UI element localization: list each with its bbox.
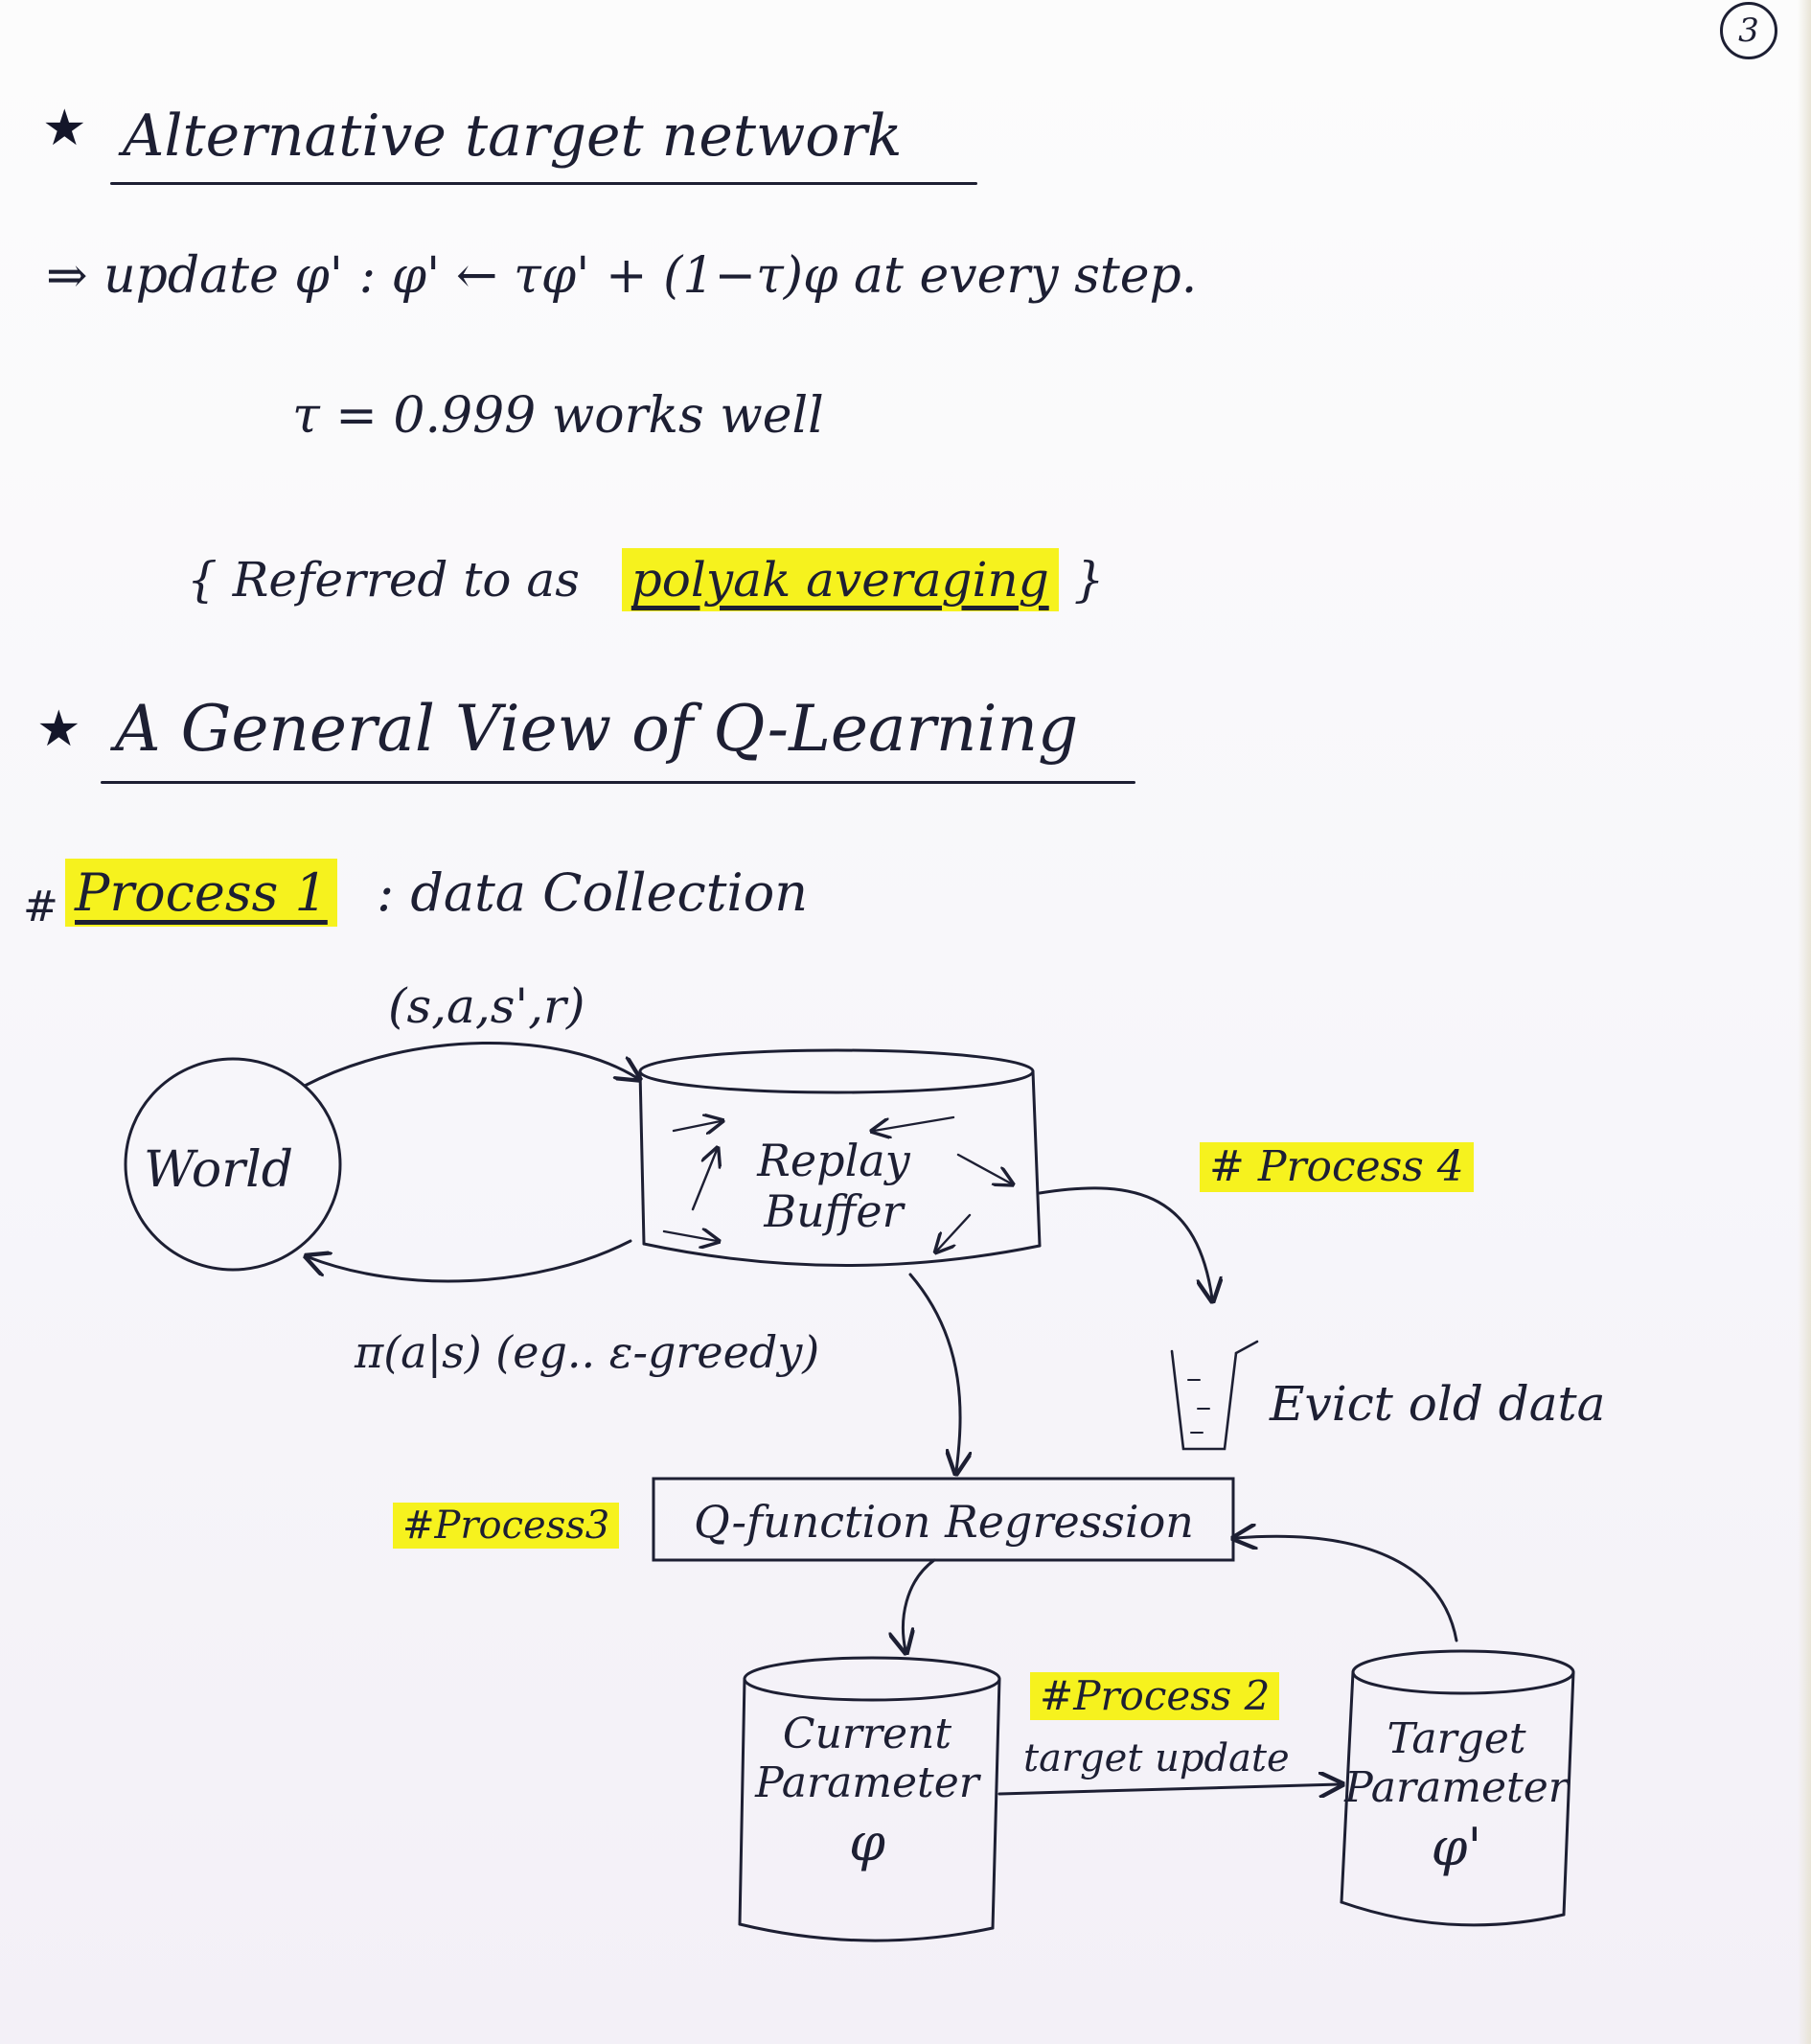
star-bullet-icon: ★ (36, 700, 81, 758)
section-title-alternative-target: Alternative target network (123, 103, 903, 170)
current-word: Current (782, 1710, 952, 1758)
target-parameter-cylinder (1340, 1649, 1575, 1927)
process1-line: Process 1 : data Collection (65, 859, 808, 927)
section-title-q-learning: A General View of Q-Learning (115, 692, 1079, 766)
tau-note: τ = 0.999 works well (292, 387, 824, 445)
referred-prefix: { Referred to as (187, 552, 580, 608)
process2-highlight: #Process 2 (1030, 1672, 1280, 1720)
phi-symbol: φ (849, 1812, 885, 1873)
update-equation: ⇒ update φ' : φ' ← τφ' + (1−τ)φ at every… (46, 247, 1198, 305)
world-label: World (144, 1141, 293, 1199)
arrow-buffer-to-regression (908, 1273, 960, 1471)
title-underline (101, 781, 1135, 784)
evict-cup-icon (1170, 1340, 1259, 1451)
title-underline (110, 182, 977, 185)
parameter-word: Parameter (1344, 1762, 1569, 1812)
target-update-label: target update (1023, 1736, 1290, 1780)
process1-highlight: Process 1 (65, 859, 337, 927)
world-circle (124, 1057, 342, 1272)
arrow-regression-to-current (904, 1558, 936, 1650)
referred-note: { Referred to as polyak averaging } (187, 548, 1104, 611)
process1-hash: # (23, 883, 58, 931)
transition-tuple-label: (s,a,s',r) (388, 978, 585, 1034)
process4-highlight: # Process 4 (1200, 1142, 1474, 1192)
arrow-target-to-regression (1236, 1536, 1458, 1642)
star-bullet-icon: ★ (42, 100, 87, 157)
arrow-current-to-target (997, 1784, 1340, 1794)
arrow-world-to-buffer (303, 1042, 637, 1088)
replay-label: Replay (757, 1135, 910, 1186)
policy-label: π(a|s) (eg.. ε-greedy) (355, 1326, 820, 1378)
polyak-averaging-highlight: polyak averaging (621, 548, 1059, 611)
parameter-word: Parameter (755, 1757, 979, 1807)
arrow-buffer-to-evict (1038, 1186, 1212, 1298)
current-parameter-label: Current Parameter φ (738, 1710, 997, 1873)
buffer-transition-arrows (662, 1117, 1011, 1251)
evict-old-data-label: Evict old data (1270, 1376, 1606, 1432)
target-parameter-label: Target Parameter φ' (1341, 1714, 1571, 1878)
process1-desc: : data Collection (376, 862, 808, 923)
buffer-label: Buffer (764, 1184, 904, 1237)
replay-buffer-label: Replay Buffer (738, 1136, 929, 1237)
arrow-buffer-to-world (309, 1239, 632, 1283)
current-parameter-cylinder (738, 1656, 1001, 1942)
phi-prime-symbol: φ' (1431, 1817, 1482, 1878)
q-function-regression-box (652, 1477, 1235, 1562)
replay-buffer-cylinder (638, 1048, 1042, 1267)
regression-label: Q-function Regression (694, 1496, 1194, 1548)
referred-suffix: } (1073, 552, 1105, 608)
page-number: 3 (1720, 2, 1777, 59)
process3-highlight: #Process3 (393, 1503, 620, 1549)
target-word: Target (1387, 1714, 1526, 1763)
